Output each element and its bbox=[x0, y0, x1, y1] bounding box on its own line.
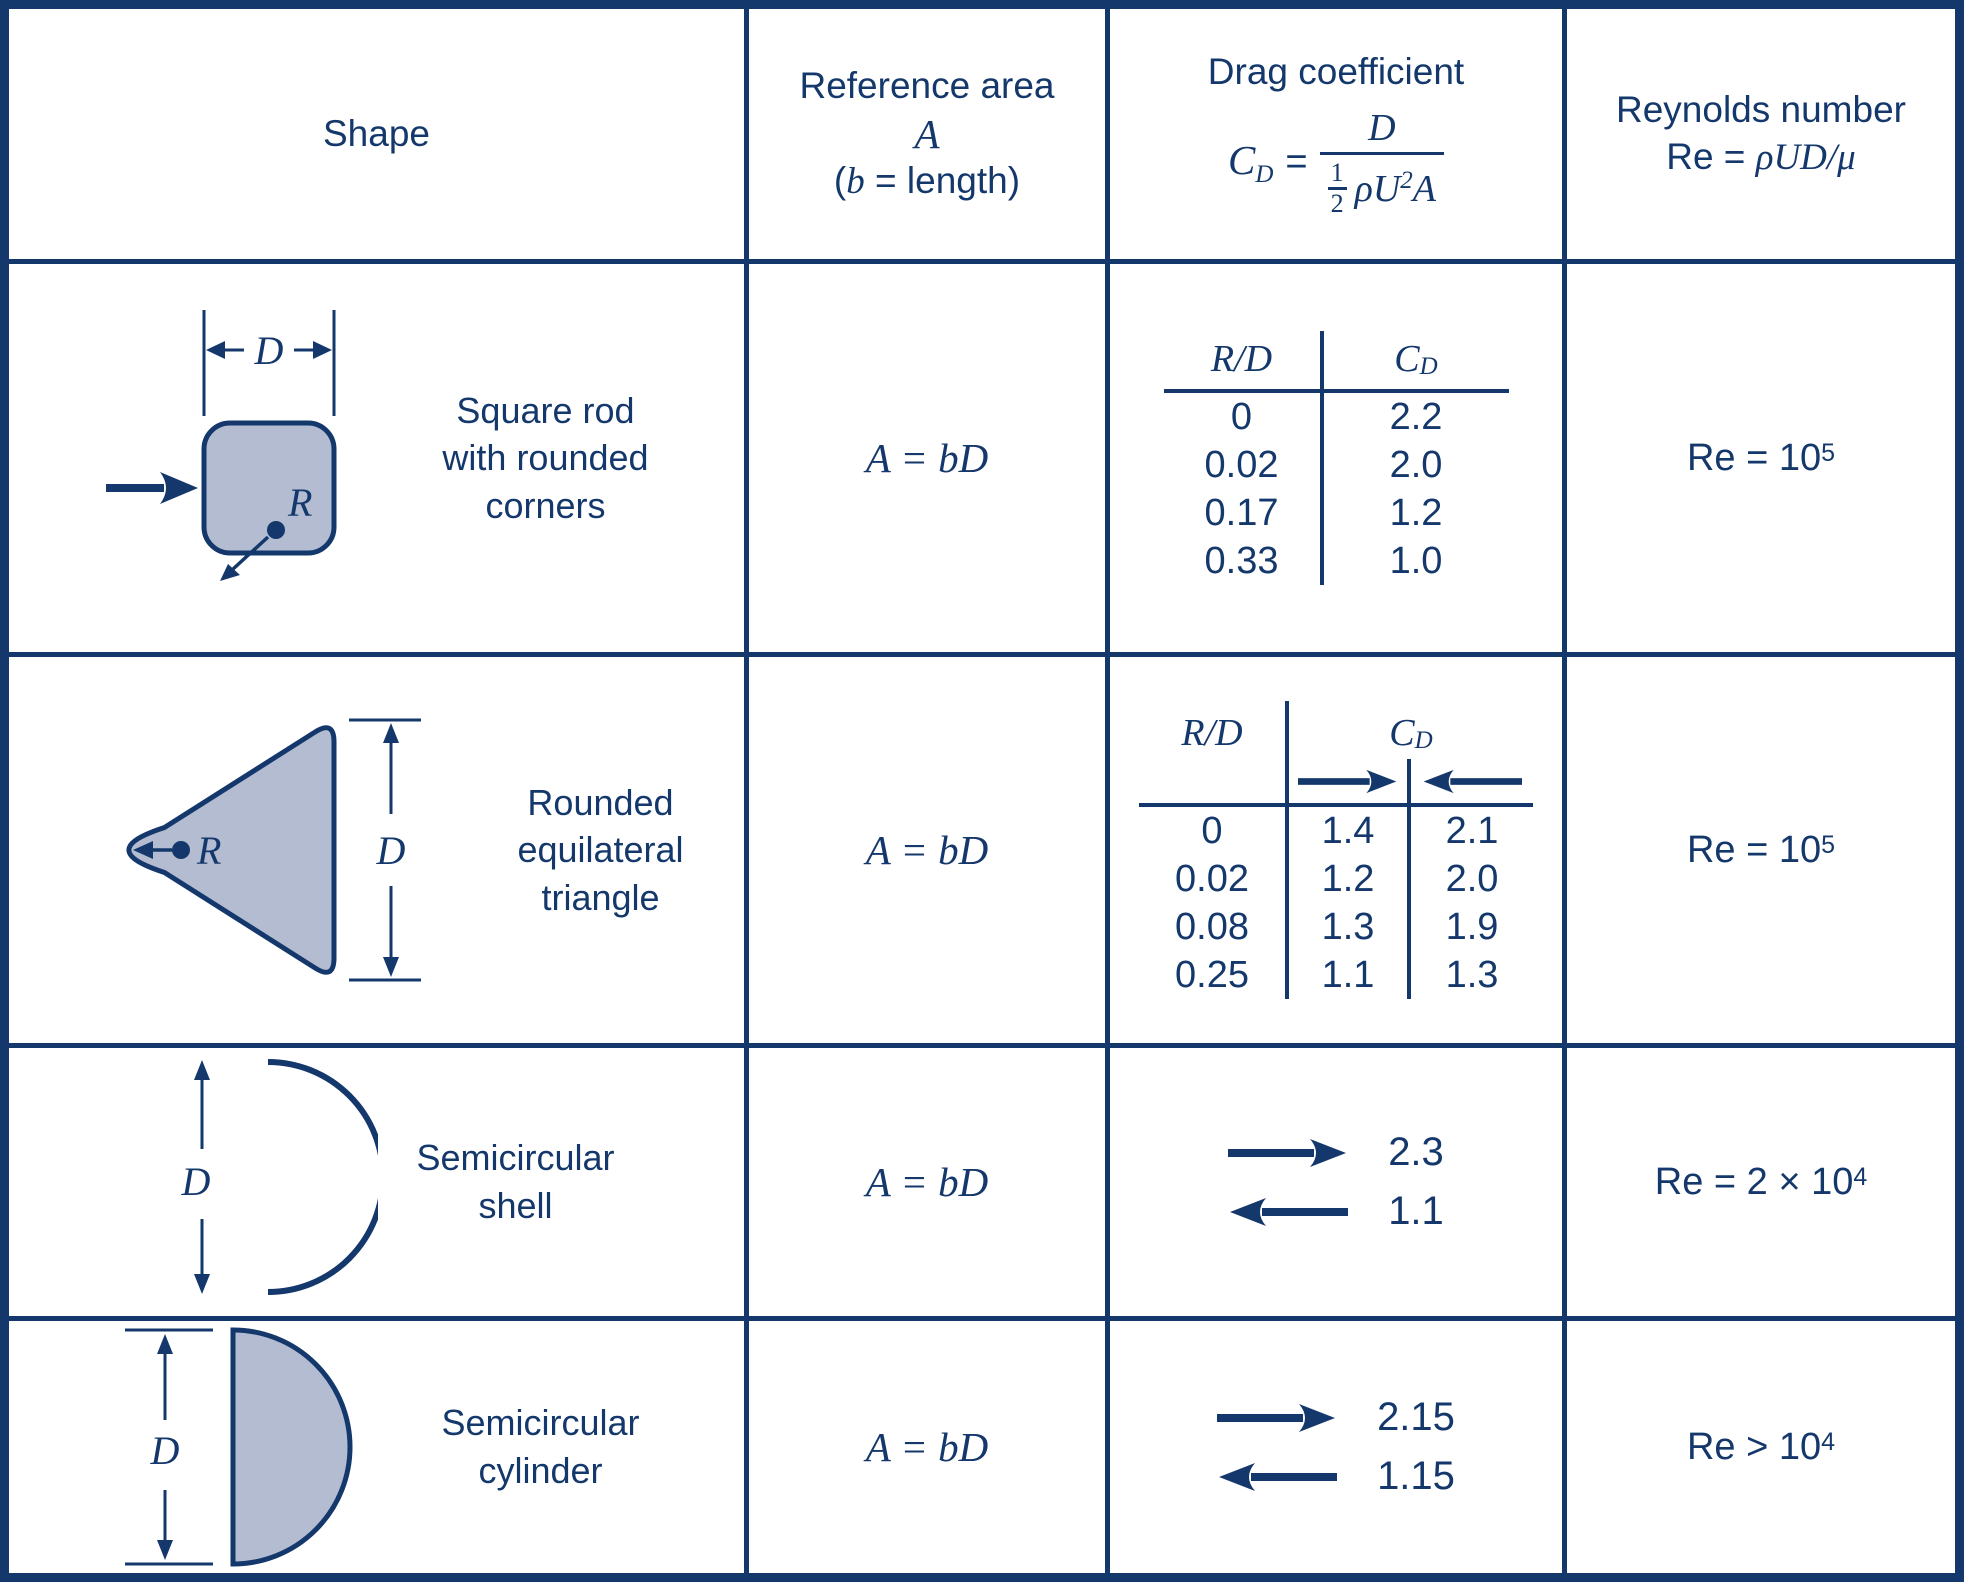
row-cylinder-area-cell: A = bD bbox=[749, 1321, 1105, 1573]
row-triangle-shape-cell: R D Rounded equilateral triangle bbox=[9, 657, 744, 1043]
cd-reverse-value: 1.1 bbox=[1388, 1189, 1444, 1233]
reference-area-title: Reference area bbox=[799, 65, 1055, 107]
reynolds-value: Re > 104 bbox=[1686, 1425, 1836, 1468]
cd-reverse-value: 1.15 bbox=[1377, 1454, 1455, 1498]
reference-area-value: A = bD bbox=[865, 435, 989, 481]
semicircular-cylinder-diagram: D bbox=[125, 1327, 353, 1567]
dimension-d-label: D bbox=[376, 828, 406, 873]
flow-left-arrow-icon bbox=[1219, 1462, 1338, 1491]
row-cylinder-drag-cell: 2.15 1.15 bbox=[1110, 1321, 1562, 1573]
rounded-square-shape bbox=[201, 420, 337, 556]
flow-right-arrow-icon bbox=[1298, 769, 1397, 793]
radius-r-label: R bbox=[196, 828, 221, 873]
row-triangle-area-cell: A = bD bbox=[749, 657, 1105, 1043]
square-rod-diagram: D R bbox=[106, 310, 337, 581]
reynolds-value: Re = 2 × 104 bbox=[1654, 1160, 1868, 1203]
header-cell-reynolds: Reynolds number Re = ρUD/μ bbox=[1567, 9, 1955, 259]
radius-r-label: R bbox=[287, 480, 312, 525]
subtable-rd-header: R/D bbox=[1163, 331, 1324, 393]
row-cylinder-reynolds-cell: Re > 104 bbox=[1567, 1321, 1955, 1573]
flow-left-arrow-icon bbox=[1423, 769, 1522, 793]
row-shell-drag-cell: 2.3 1.1 bbox=[1110, 1048, 1562, 1316]
flow-right-arrow-icon bbox=[1228, 1138, 1347, 1167]
drag-force-symbol: D bbox=[1368, 106, 1396, 149]
rounded-triangle-shape bbox=[127, 725, 337, 975]
shape-label: Semicircular cylinder bbox=[441, 1402, 640, 1491]
shape-label: Rounded equilateral triangle bbox=[517, 781, 684, 918]
dimension-d-label: D bbox=[150, 1428, 180, 1473]
row-square-rod-area-cell: A = bD bbox=[749, 264, 1105, 652]
subtable-rd-header: R/D bbox=[1139, 701, 1289, 759]
reference-area-value: A = bD bbox=[865, 1424, 989, 1470]
row-shell-reynolds-cell: Re = 2 × 104 bbox=[1567, 1048, 1955, 1316]
semicircular-cylinder-shape bbox=[230, 1327, 353, 1567]
reference-area-value: A = bD bbox=[865, 1159, 989, 1205]
shape-label: Square rod with rounded corners bbox=[442, 389, 649, 526]
reference-area-symbol: A bbox=[914, 110, 940, 157]
dimension-d-label: D bbox=[254, 328, 284, 373]
radius-center-dot bbox=[172, 841, 191, 859]
direction-drag-values: 2.15 1.15 bbox=[1217, 1395, 1455, 1499]
shape-label: Semicircular shell bbox=[416, 1137, 615, 1226]
flow-right-arrow-icon bbox=[1217, 1403, 1336, 1432]
drag-coefficient-title: Drag coefficient bbox=[1207, 51, 1465, 93]
row-square-rod-reynolds-cell: Re = 105 bbox=[1567, 264, 1955, 652]
reference-area-value: A = bD bbox=[865, 827, 989, 873]
radius-arrow-icon bbox=[133, 841, 154, 859]
row-cylinder-shape-cell: D Semicircular cylinder bbox=[9, 1321, 744, 1573]
semicircular-shell-shape bbox=[268, 1059, 379, 1295]
row-shell-shape-cell: D Semicircular shell bbox=[9, 1048, 744, 1316]
header-cell-reference-area: Reference area A (b = length) bbox=[749, 9, 1105, 259]
dimension-d-label: D bbox=[181, 1159, 211, 1204]
flow-left-arrow-icon bbox=[1230, 1197, 1349, 1226]
reynolds-value: Re = 105 bbox=[1686, 436, 1836, 479]
cd-forward-value: 2.15 bbox=[1377, 1395, 1455, 1439]
row-shell-area-cell: A = bD bbox=[749, 1048, 1105, 1316]
reynolds-title: Reynolds number bbox=[1616, 89, 1906, 131]
reynolds-value: Re = 105 bbox=[1686, 828, 1836, 871]
cd-forward-value: 2.3 bbox=[1388, 1130, 1444, 1174]
row-square-rod-shape-cell: D R Square rod with rounded corners bbox=[9, 264, 744, 652]
header-cell-shape: Shape bbox=[9, 9, 744, 259]
reynolds-formula: Re = ρUD/μ bbox=[1666, 135, 1856, 178]
column-title-shape: Shape bbox=[323, 112, 430, 154]
semicircular-shell-diagram: D bbox=[181, 1059, 379, 1295]
flow-right-arrow-icon bbox=[106, 484, 165, 492]
reference-area-note: (b = length) bbox=[833, 159, 1021, 202]
radius-center-dot bbox=[267, 521, 286, 539]
radius-arrow-icon bbox=[220, 564, 241, 581]
direction-drag-values: 2.3 1.1 bbox=[1228, 1130, 1444, 1234]
rounded-triangle-diagram: R D bbox=[127, 718, 422, 982]
row-triangle-reynolds-cell: Re = 105 bbox=[1567, 657, 1955, 1043]
